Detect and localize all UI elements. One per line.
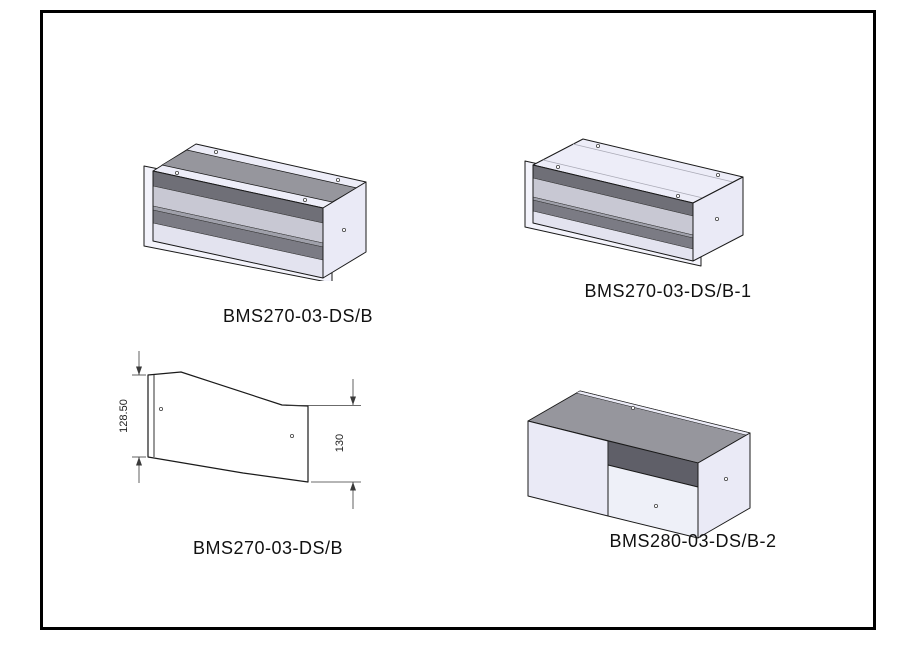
screw-hole (631, 406, 636, 411)
profile-outline (147, 371, 309, 483)
profile-holes (159, 407, 294, 439)
right-end-face (697, 432, 751, 539)
mouth-opening (532, 164, 694, 262)
screw-hole (653, 503, 658, 508)
hole (159, 407, 164, 412)
isometric-view-a-svg (143, 143, 367, 281)
mouth-outline (152, 170, 324, 279)
screw-hole (341, 227, 346, 232)
dimension-text-right: 130 (334, 434, 346, 452)
arrowhead-down (350, 396, 356, 405)
view-label-profile: BMS270-03-DS/B (192, 538, 344, 558)
screw-holes (175, 150, 346, 232)
screw-hole (214, 150, 219, 155)
dimension-right: 130 (286, 379, 361, 509)
mouth-outline (532, 164, 694, 262)
part-body-c (527, 390, 751, 539)
screw-holes (556, 144, 720, 221)
profile-view-svg: 128.50 130 (118, 351, 361, 509)
view-label-iso-b: BMS270-03-DS/B-1 (584, 281, 752, 301)
isometric-view-c-svg (527, 390, 751, 539)
top-seam-line (542, 159, 704, 199)
drawing-frame: BMS270-03-DS/B (40, 10, 876, 630)
view-iso-b (513, 83, 763, 283)
screw-hole (175, 171, 180, 176)
screw-hole (596, 144, 601, 149)
arrowhead-up (136, 457, 142, 466)
view-profile: 128.50 130 (115, 343, 400, 528)
view-label-iso-c: BMS280-03-DS/B-2 (609, 531, 777, 551)
screw-hole (556, 165, 561, 170)
screw-hole (335, 178, 340, 183)
view-iso-c (508, 331, 763, 546)
screw-hole (723, 476, 728, 481)
screw-holes (631, 406, 728, 508)
dimension-left: 128.50 (118, 351, 146, 483)
screw-hole (715, 173, 720, 178)
dimension-text-left: 128.50 (118, 399, 130, 433)
view-iso-a (128, 81, 378, 281)
screw-hole (302, 198, 307, 203)
profile-shape (147, 371, 309, 483)
arrowhead-down (136, 366, 142, 375)
screw-hole (714, 216, 719, 221)
screw-hole (675, 194, 680, 199)
isometric-view-b-svg (524, 138, 744, 267)
part-body-a (143, 143, 367, 281)
arrowhead-up (350, 482, 356, 491)
part-body-b (524, 138, 744, 267)
view-label-iso-a: BMS270-03-DS/B (222, 306, 374, 326)
hole (289, 434, 294, 439)
top-seam-line (572, 143, 734, 183)
